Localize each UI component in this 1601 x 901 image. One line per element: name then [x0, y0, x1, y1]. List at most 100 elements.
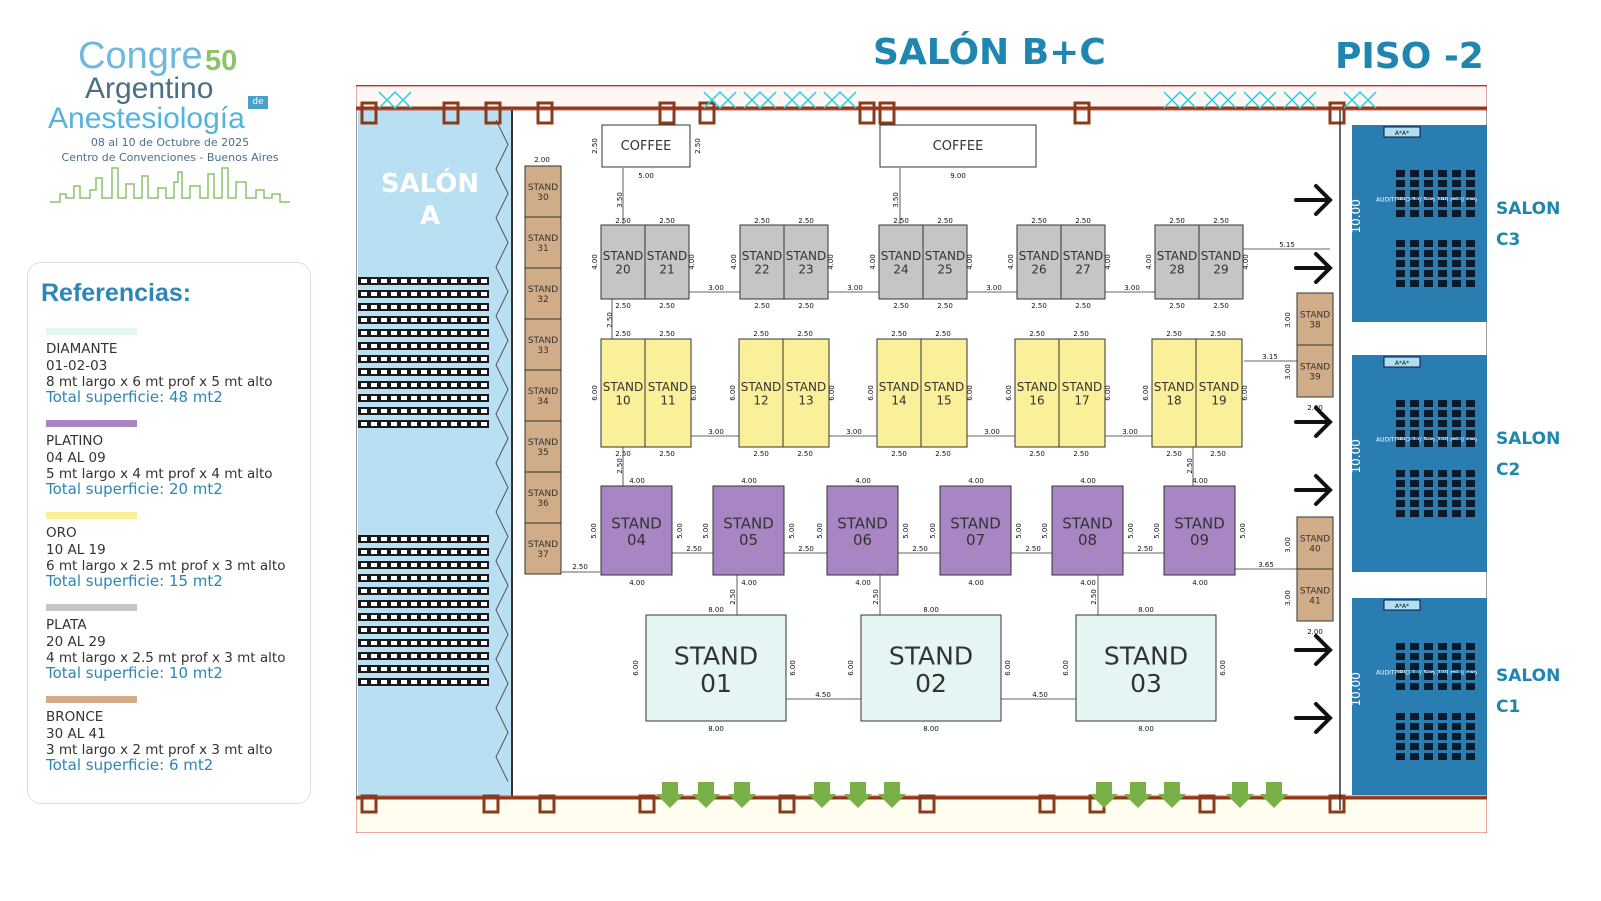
seat — [411, 409, 417, 413]
seat — [481, 331, 487, 335]
stand-label-number: 22 — [754, 262, 769, 276]
seat — [401, 396, 407, 400]
seat — [441, 383, 447, 387]
auditorium-seat — [1466, 270, 1475, 277]
auditorium-seat — [1452, 663, 1461, 670]
auditorium-seat — [1410, 410, 1419, 417]
seat — [461, 357, 467, 361]
dimension-label: 3.00 — [1284, 537, 1292, 553]
dimension-label: 2.50 — [1166, 450, 1182, 458]
auditorium-seat — [1452, 490, 1461, 497]
seat — [371, 667, 377, 671]
stand-label-word: STAND — [1300, 311, 1330, 321]
stand-label-number: 37 — [537, 550, 548, 560]
seat — [421, 654, 427, 658]
auditorium-seat — [1466, 420, 1475, 427]
seat — [371, 602, 377, 606]
seat — [401, 370, 407, 374]
stand-label-word: STAND — [1174, 514, 1225, 532]
seat — [401, 602, 407, 606]
seat — [401, 344, 407, 348]
salon-a-area — [358, 110, 512, 810]
auditorium-seat — [1466, 430, 1475, 437]
seat — [421, 344, 427, 348]
auditorium-seat — [1466, 753, 1475, 760]
stand-label-word: STAND — [611, 514, 662, 532]
stand-label-word: STAND — [528, 336, 558, 346]
auditorium-seat — [1452, 190, 1461, 197]
seat — [451, 680, 457, 684]
salon-c2-label-b: C2 — [1496, 460, 1521, 480]
seat — [481, 357, 487, 361]
seat — [481, 602, 487, 606]
dimension-label: 4.00 — [869, 254, 877, 270]
auditorium-seat — [1424, 673, 1433, 680]
stand-label-word: STAND — [1199, 380, 1239, 394]
seat — [471, 602, 477, 606]
seat — [431, 370, 437, 374]
seat — [451, 615, 457, 619]
auditorium-seat — [1396, 653, 1405, 660]
dimension-label: 2.50 — [615, 302, 631, 310]
seat — [441, 344, 447, 348]
seat — [471, 279, 477, 283]
auditorium-seat — [1452, 210, 1461, 217]
seat — [381, 563, 387, 567]
seat — [431, 550, 437, 554]
seat — [361, 422, 367, 426]
auditorium-seat — [1410, 500, 1419, 507]
dimension-label: 4.00 — [741, 477, 757, 485]
auditorium-seat — [1438, 250, 1447, 257]
dimension-label: 6.00 — [1241, 385, 1249, 401]
seat — [451, 589, 457, 593]
reference-range: 10 AL 19 — [46, 542, 106, 558]
seat — [381, 641, 387, 645]
door-mark — [823, 90, 857, 110]
seat — [381, 383, 387, 387]
seat — [381, 602, 387, 606]
seat — [451, 370, 457, 374]
auditorium-area — [1352, 598, 1487, 795]
auditorium-seat — [1410, 180, 1419, 187]
auditorium-seat — [1466, 713, 1475, 720]
dimension-label: 2.50 — [729, 589, 737, 605]
seat — [471, 357, 477, 361]
seat — [391, 615, 397, 619]
seat — [371, 344, 377, 348]
seat — [421, 680, 427, 684]
reference-name: PLATINO — [46, 433, 104, 449]
reference-color-gold — [46, 512, 137, 519]
auditorium-seat — [1438, 180, 1447, 187]
stand-label-word: STAND — [528, 387, 558, 397]
dimension-label: 4.00 — [1145, 254, 1153, 270]
auditorium-seat — [1466, 280, 1475, 287]
salon-c3-label-a: SALON — [1496, 199, 1561, 219]
direction-arrow-icon — [1294, 406, 1333, 438]
auditorium-seat — [1438, 510, 1447, 517]
stand-box — [1051, 485, 1124, 576]
auditorium-seat — [1424, 643, 1433, 650]
seat — [371, 292, 377, 296]
seat — [391, 422, 397, 426]
seat — [401, 318, 407, 322]
auditorium-seat — [1424, 663, 1433, 670]
dimension-label: 3.00 — [847, 284, 863, 292]
stand-box — [1296, 344, 1334, 398]
door-mark — [783, 90, 817, 110]
auditorium-seat — [1466, 410, 1475, 417]
dimension-label: 4.00 — [1007, 254, 1015, 270]
auditorium-seat — [1424, 743, 1433, 750]
auditorium-seat — [1424, 470, 1433, 477]
column — [1073, 101, 1091, 125]
seat — [471, 422, 477, 426]
seat — [451, 344, 457, 348]
auditorium-seat — [1452, 440, 1461, 447]
seat — [421, 667, 427, 671]
exit-arrow-icon — [844, 782, 872, 808]
seat — [481, 396, 487, 400]
door-mark — [1163, 90, 1197, 110]
